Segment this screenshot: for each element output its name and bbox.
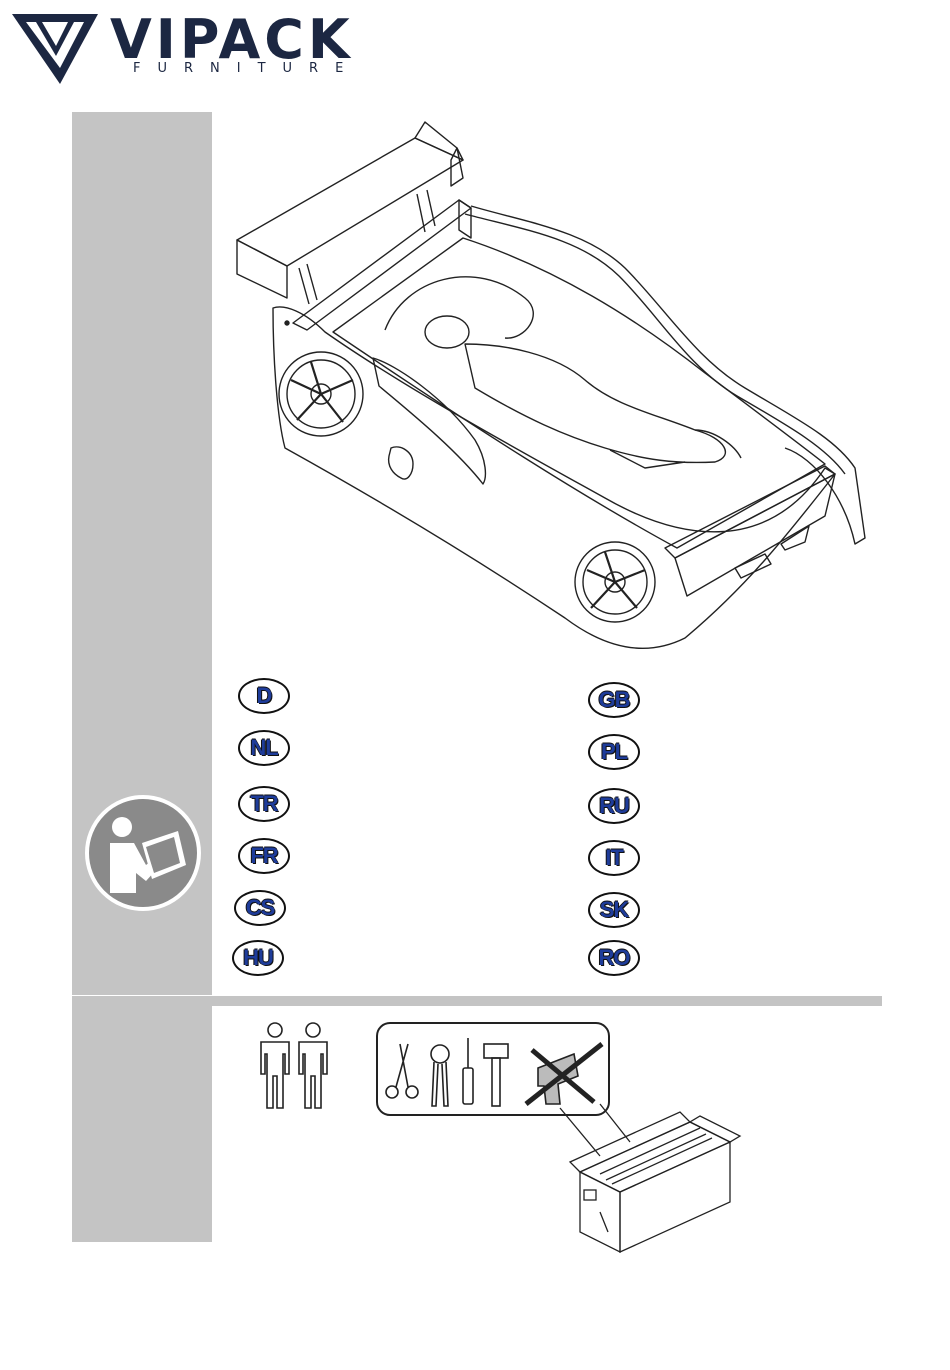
lang-badge-de[interactable]: D (238, 678, 290, 714)
two-persons-icon (255, 1020, 335, 1112)
lang-badge-ro[interactable]: RO (588, 940, 640, 976)
brand-name: VIPACK (110, 12, 354, 68)
toolbox-icon (540, 1112, 740, 1252)
no-drill-icon (526, 1044, 602, 1104)
lang-badge-gb[interactable]: GB (588, 682, 640, 718)
lang-badge-cs[interactable]: CS (234, 890, 286, 926)
read-instructions-icon (86, 793, 200, 913)
lang-badge-pl[interactable]: PL (588, 734, 640, 770)
screwdriver-icon (463, 1038, 473, 1104)
pliers-icon (431, 1045, 449, 1106)
lang-badge-nl[interactable]: NL (238, 730, 290, 766)
brand-tagline: FURNITURE (133, 61, 360, 77)
scissors-icon (386, 1044, 418, 1098)
lang-badge-fr[interactable]: FR (238, 838, 290, 874)
required-tools-box (376, 1022, 610, 1116)
lang-badge-sk[interactable]: SK (588, 892, 640, 928)
hammer-icon (484, 1044, 508, 1106)
lang-badge-it[interactable]: IT (588, 840, 640, 876)
car-bed-illustration (225, 118, 875, 663)
lang-badge-tr[interactable]: TR (238, 786, 290, 822)
left-panel-bottom (72, 1006, 212, 1242)
lang-badge-ru[interactable]: RU (588, 788, 640, 824)
lang-badge-hu[interactable]: HU (232, 940, 284, 976)
section-divider (72, 996, 882, 1006)
